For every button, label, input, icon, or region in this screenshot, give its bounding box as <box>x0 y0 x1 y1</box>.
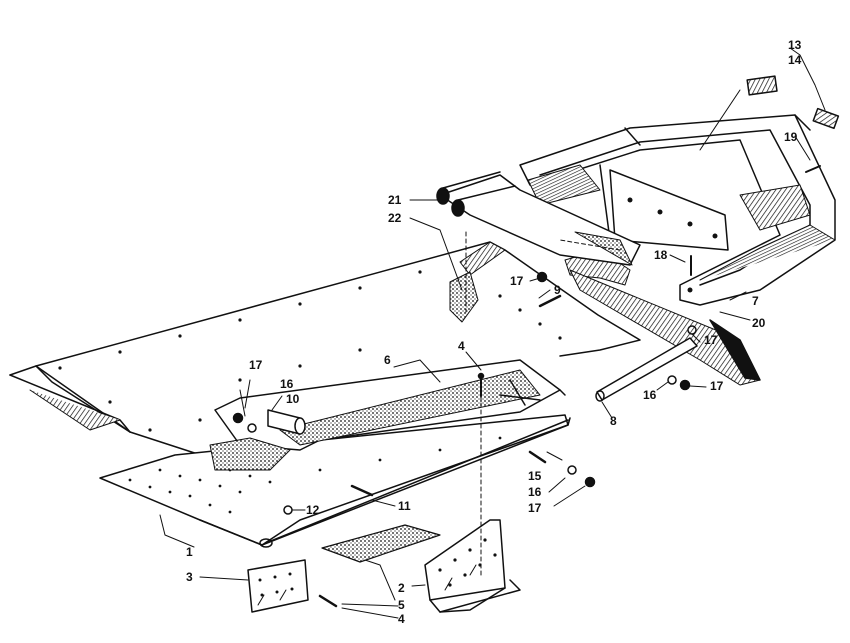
backing-plate <box>247 559 309 613</box>
callout-3: 3 <box>186 570 193 584</box>
callout-16-right: 16 <box>643 388 657 402</box>
callout-15: 15 <box>528 469 542 483</box>
leader-lines <box>159 47 826 619</box>
callout-10: 10 <box>286 392 300 406</box>
bumper-frame <box>519 114 836 386</box>
hardware <box>232 165 821 608</box>
callout-16-left: 16 <box>280 377 294 391</box>
callout-16-bottom: 16 <box>528 485 542 499</box>
callout-11: 11 <box>398 499 411 513</box>
callout-6: 6 <box>384 353 391 367</box>
bracket-plate <box>424 519 521 613</box>
callout-5: 5 <box>398 598 405 612</box>
axle-tube <box>595 337 698 402</box>
front-tube-assembly <box>436 171 641 266</box>
callout-18: 18 <box>654 248 668 262</box>
callout-4-upper: 4 <box>458 339 465 353</box>
callout-8: 8 <box>610 414 617 428</box>
callout-7: 7 <box>752 294 759 308</box>
callout-21: 21 <box>388 193 402 207</box>
callout-17-mid: 17 <box>510 274 524 288</box>
callout-17-right-upper: 17 <box>704 333 718 347</box>
callout-17-bottom: 17 <box>528 501 542 515</box>
callout-1: 1 <box>186 545 193 559</box>
callout-12: 12 <box>306 503 320 517</box>
callout-2: 2 <box>398 581 405 595</box>
callout-17-right-lower: 17 <box>710 379 724 393</box>
callout-19: 19 <box>784 130 798 144</box>
callout-22: 22 <box>388 211 402 225</box>
callout-9: 9 <box>554 283 561 297</box>
traction-pad <box>321 524 441 563</box>
tunnel-panel <box>9 241 641 459</box>
callout-20: 20 <box>752 316 766 330</box>
callout-17-left: 17 <box>249 358 263 372</box>
reflector-right <box>812 107 840 130</box>
callout-13: 13 <box>788 38 802 52</box>
callout-4-lower: 4 <box>398 612 405 626</box>
reflector-left <box>746 75 778 96</box>
callout-14: 14 <box>788 53 802 67</box>
